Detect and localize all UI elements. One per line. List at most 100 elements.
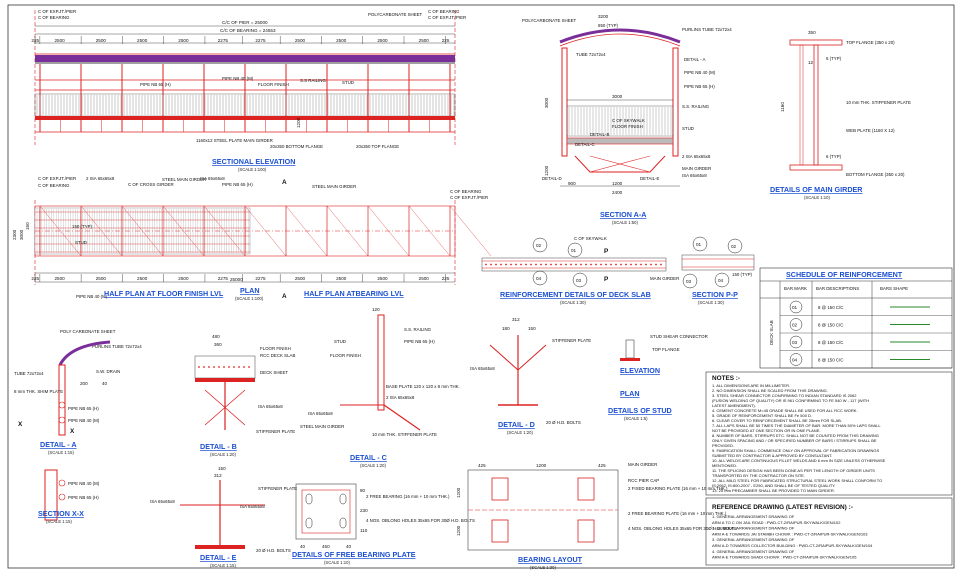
saa-detail-d: DETAIL-D — [542, 176, 562, 181]
detail-a: POLY CARBONATE SHEET PURLINS TUBE 72x72x… — [14, 329, 142, 455]
xx-title: SECTION X-X — [38, 509, 84, 518]
bl-holes: 4 NOS. OBLONG HOLES 35x65 FOR 30Ø H.D. B… — [628, 526, 737, 531]
deck-bar-dot — [615, 263, 617, 266]
elev-plate-main: 1160x12 STEEL PLATE MAIN GIRDER — [196, 138, 273, 143]
dd-bolts: 20 Ø H.D. BOLTS — [546, 420, 581, 425]
deck-bar-dot — [510, 263, 512, 266]
deck-bar-dot — [500, 263, 502, 266]
section-pp: 01 02 03 04 150 (TYP) SECTION P-P (SCALE… — [681, 236, 755, 305]
saa-isa: 2 ISA 65x65x8 — [682, 154, 711, 159]
dc-floor: FLOOR FINISH — [330, 353, 361, 358]
deck-bar-dot — [520, 263, 522, 266]
note-line: TRANSPORTED BY THE CONTRACTOR ON SITE. — [712, 473, 805, 478]
dd-d1: 312 — [512, 317, 520, 322]
elev-scale: (SCALE 1:100) — [238, 167, 267, 172]
plan-typ: 150 (TYP) — [72, 224, 93, 229]
saa-polycarb: POLYCARBONATE SHEET — [522, 18, 577, 23]
da-title: DETAIL - A — [40, 440, 77, 449]
saa-top-dim: 3200 — [598, 14, 609, 19]
bl-d5: 1200 — [456, 525, 461, 536]
reference-line: ARM A-E TOWARDS SHADI CHOWK : PWD-CT-2/R… — [712, 555, 857, 560]
db-bar-dot — [238, 366, 240, 368]
span-label: 2500 — [54, 38, 65, 43]
elev-bottom-flange: 20x350 BOTTOM FLANGE — [270, 144, 323, 149]
sched-mark: 04 — [792, 358, 798, 363]
note-line: PROVIDED. — [712, 443, 734, 448]
sectional-elevation: C OF EXP.JT./PIER C OF BEARING C/C OF PI… — [31, 9, 466, 172]
span-label: 2500 — [137, 38, 148, 43]
da-d1: 200 — [80, 381, 88, 386]
note-line: 13. 25 mm PRECAMBER SHALL BE PROVIDED TO… — [712, 488, 835, 493]
section-xx: PIPE NB 40 (M) PIPE NB 65 (H) SECTION X-… — [38, 469, 100, 524]
dc-main: STEEL MAIN GIRDER — [300, 424, 344, 429]
de-d1: 150 — [218, 466, 226, 471]
deck-bar-dot — [560, 263, 562, 266]
plan-bracing — [449, 205, 492, 257]
stud-scale: (SCALE 1:5) — [624, 416, 648, 421]
deck-bar-dot — [570, 263, 572, 266]
plan-scale: (SCALE 1:100) — [235, 296, 264, 301]
deck-bar-dot — [565, 263, 567, 266]
main-girder-detail: 350 TOP FLANGE (350 x 20) 12 6 (TYP) 6 (… — [770, 30, 911, 200]
db-bar-dot — [208, 366, 210, 368]
deck-bar-dot — [575, 263, 577, 266]
deck-mark-01: 01 — [571, 248, 577, 253]
span-label: 2275 — [218, 276, 229, 281]
pp-mark-01: 01 — [696, 242, 702, 247]
bl-rcc: RCC PIER CAP — [628, 478, 659, 483]
sched-desc: 8 @ 150 C/C — [818, 340, 843, 345]
sched-desc: 8 @ 150 C/C — [818, 305, 843, 310]
sched-title: SCHEDULE OF REINFORCEMENT — [786, 270, 903, 279]
span-label: 225 — [442, 276, 450, 281]
span-label: 2500 — [54, 276, 65, 281]
reference-line: ARM A-D TOWARDS COLLECTOR BUILDING : PWD… — [712, 543, 873, 548]
notes-title: NOTES :- — [712, 375, 740, 382]
pp-mark-04: 04 — [718, 278, 724, 283]
saa-detail-e: DETAIL-E — [640, 176, 660, 181]
dc-d: 120 — [372, 307, 380, 312]
fb-dim-label: 110 — [360, 528, 368, 533]
da-polycarb: POLY CARBONATE SHEET — [60, 329, 116, 334]
dd-stiff: STIFFENER PLATE — [552, 338, 591, 343]
deck-bar-dot — [655, 263, 657, 266]
svg-text:A: A — [282, 179, 287, 186]
detail-b: 480 360 FLOOR FINISH RCC DECK SLAB DECK … — [194, 334, 295, 457]
dc-ss: S.S. RAILING — [404, 327, 432, 332]
deck-bar-dot — [495, 263, 497, 266]
fb-isa: ISA 65x65x8 — [240, 504, 265, 509]
section-aa: POLYCARBONATE SHEET 3200 850 (TYP) PURLI… — [522, 14, 732, 225]
note-line: 3. STEEL SHEAR CONNECTOR CONFIRMING TO I… — [712, 393, 857, 398]
note-line: NOT BE PROVIDED AT ONE SECTION OR IN ONE… — [712, 428, 820, 433]
da-pipe-h: PIPE NB 65 (H) — [68, 406, 99, 411]
sched-mark: 01 — [792, 305, 798, 310]
detail-d: 312 180 150 ISA 65x65x8 STIFFENER PLATE … — [470, 317, 591, 435]
deck-bar-dot — [515, 263, 517, 266]
pp-title: SECTION P-P — [692, 290, 738, 299]
da-scale: (SCALE 1:15) — [48, 450, 74, 455]
deck-bar-dot — [660, 263, 662, 266]
span-label: 2500 — [96, 276, 107, 281]
notes-list: 1. ALL DIMENSIONS ARE IN MILLIMETER.2. N… — [712, 383, 886, 493]
elev-stiffeners — [39, 120, 451, 132]
db-bar-dot — [228, 366, 230, 368]
sched-h-desc: BAR DESCRIPTIONS — [816, 286, 859, 291]
plan-dim-2: 3000 — [19, 229, 24, 240]
svg-text:A: A — [282, 293, 287, 300]
pp-scale: (SCALE 1:30) — [698, 300, 724, 305]
plan-bearing-right: C OF BEARING — [450, 189, 482, 194]
note-line: 1. ALL DIMENSIONS ARE IN MILLIMETER. — [712, 383, 790, 388]
elev-exp-jt-right: C OF EXP.JT./PIER — [428, 15, 466, 20]
plan-steel-main-2: STEEL MAIN GIRDER — [312, 184, 356, 189]
stud-title-2: DETAILS OF STUD — [608, 406, 672, 415]
deck-bar-dot — [540, 263, 542, 266]
span-label: 2500 — [419, 276, 430, 281]
pp-dim: 150 (TYP) — [732, 272, 753, 277]
elev-span-mid: 1200 — [296, 117, 301, 128]
db-rcc: RCC DECK SLAB — [260, 353, 295, 358]
plan-bracing — [80, 205, 123, 257]
sched-side: DECK SLAB — [769, 320, 774, 345]
span-label: 225 — [31, 38, 39, 43]
dc-isa: 2 ISA 65x65x8 — [386, 395, 415, 400]
note-line: 12. ALL MILD STEEL FOR FABRICATED STRUCT… — [712, 478, 882, 483]
